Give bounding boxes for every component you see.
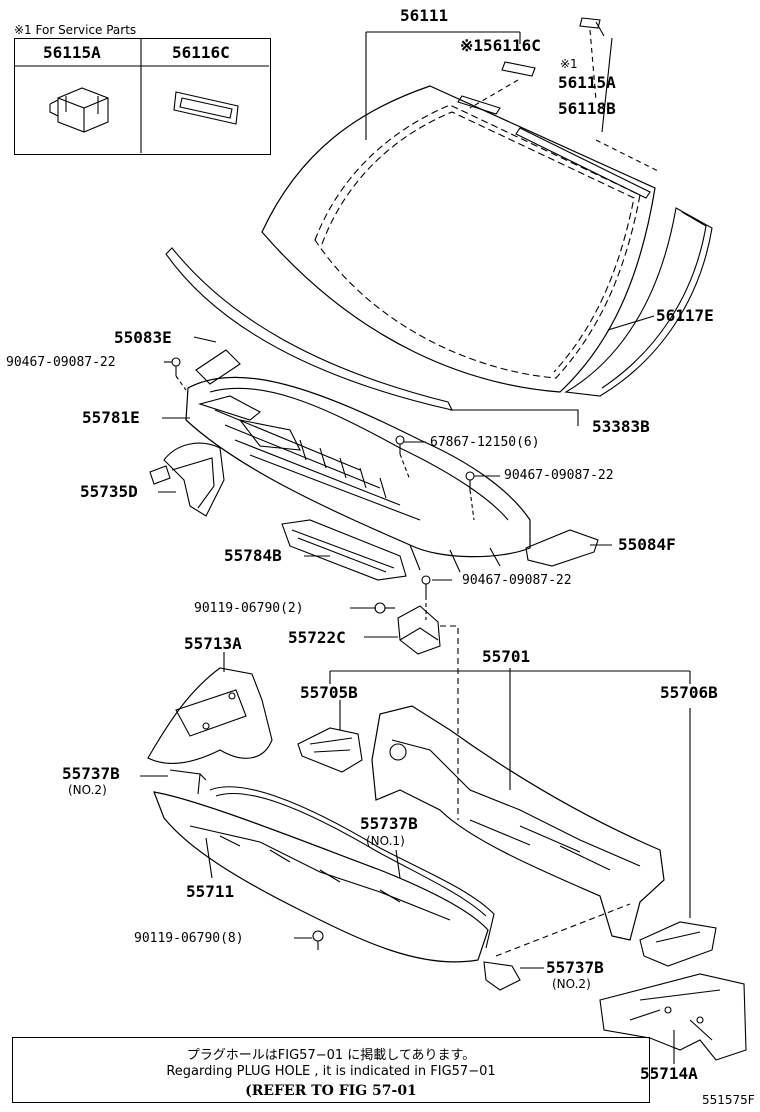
label-55737b-no2-right: 55737B bbox=[546, 958, 604, 977]
service-part-col1: 56115A bbox=[43, 43, 101, 62]
note-line-english: Regarding PLUG HOLE , it is indicated in… bbox=[166, 1064, 496, 1079]
note-line-japanese: プラグホールはFIG57−01 に掲載してあります。 bbox=[186, 1048, 476, 1063]
label-55705b: 55705B bbox=[300, 683, 358, 702]
label-55701: 55701 bbox=[482, 647, 531, 666]
label-56116c: ※156116C bbox=[460, 36, 541, 55]
label-55737b-no2-left-qualifier: (NO.2) bbox=[68, 783, 107, 797]
label-55713a: 55713A bbox=[184, 634, 242, 653]
label-55737b-no2-left: 55737B bbox=[62, 764, 120, 783]
clip-56115a-drawing bbox=[49, 87, 109, 133]
label-56111: 56111 bbox=[400, 6, 449, 25]
figure-code: 551575F bbox=[702, 1093, 755, 1107]
label-90119-b: 90119-06790(8) bbox=[134, 931, 244, 946]
label-55737b-no1-qualifier: (NO.1) bbox=[366, 834, 405, 848]
label-90467-b: 90467-09087-22 bbox=[504, 468, 614, 483]
right-side-panel bbox=[599, 973, 747, 1061]
label-55737b-no2-right-qualifier: (NO.2) bbox=[552, 977, 591, 991]
label-55737b-no1: 55737B bbox=[360, 814, 418, 833]
cowl-panel-assembly bbox=[371, 705, 665, 941]
left-side-panel bbox=[147, 667, 273, 765]
label-55714a: 55714A bbox=[640, 1064, 698, 1083]
windshield-glass bbox=[261, 85, 656, 393]
label-53383b: 53383B bbox=[592, 417, 650, 436]
label-55722c: 55722C bbox=[288, 628, 346, 647]
label-55084f: 55084F bbox=[618, 535, 676, 554]
dash-panel bbox=[153, 791, 489, 963]
label-90119-a: 90119-06790(2) bbox=[194, 601, 304, 616]
label-55711: 55711 bbox=[186, 882, 235, 901]
reference-note-box: プラグホールはFIG57−01 に掲載してあります。 Regarding PLU… bbox=[12, 1037, 650, 1103]
label-55706b: 55706B bbox=[660, 683, 718, 702]
label-90467-a: 90467-09087-22 bbox=[6, 355, 116, 370]
service-parts-box bbox=[14, 38, 271, 155]
service-parts-header: ※1 For Service Parts bbox=[14, 23, 137, 37]
label-55781e: 55781E bbox=[82, 408, 140, 427]
label-55784b: 55784B bbox=[224, 546, 282, 565]
label-55735d: 55735D bbox=[80, 482, 138, 501]
service-part-col2: 56116C bbox=[172, 43, 230, 62]
label-56115a: 56115A bbox=[558, 73, 616, 92]
label-56117e: 56117E bbox=[656, 306, 714, 325]
label-67867: 67867-12150(6) bbox=[430, 435, 540, 450]
label-mark1: ※1 bbox=[560, 57, 578, 71]
label-55083e: 55083E bbox=[114, 328, 172, 347]
label-90467-c: 90467-09087-22 bbox=[462, 573, 572, 588]
note-line-reference: (REFER TO FIG 57-01 bbox=[245, 1083, 417, 1099]
pad-56116c-drawing bbox=[173, 91, 239, 125]
cowl-top-panel bbox=[185, 349, 531, 573]
label-56118b: 56118B bbox=[558, 99, 616, 118]
